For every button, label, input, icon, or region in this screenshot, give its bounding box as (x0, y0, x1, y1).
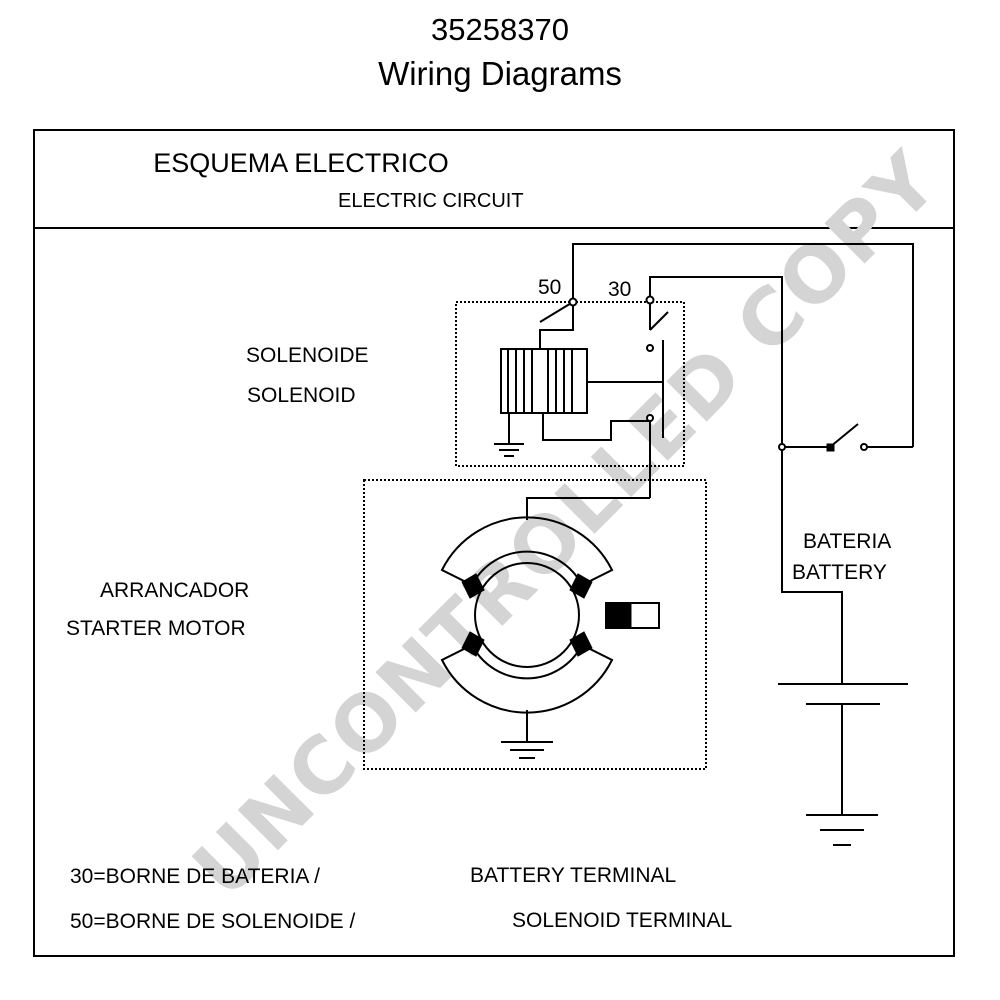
starter-housing (363, 479, 707, 770)
brush-lower-left (461, 631, 485, 657)
field-shoe-upper (440, 516, 614, 587)
switch-blade (829, 423, 859, 448)
document-title: Wiring Diagrams (378, 55, 622, 92)
terminal-50-node (568, 297, 578, 307)
battery-label-en: BATTERY (792, 561, 887, 584)
brush-upper-left (461, 573, 485, 599)
starter-label-es: ARRANCADOR (100, 579, 250, 602)
wire-solenoid-to-motor (526, 497, 650, 520)
terminal-50-label: 50 (538, 276, 562, 299)
legend-line1-es: 30=BORNE DE BATERIA / (70, 865, 320, 888)
header-title-es: ESQUEMA ELECTRICO (153, 148, 449, 178)
solenoid-label-es: SOLENOIDE (246, 344, 369, 367)
switch-node (860, 443, 868, 451)
legend-line2-en: SOLENOID TERMINAL (512, 909, 733, 932)
terminal-30-label: 30 (608, 278, 632, 301)
armature (474, 562, 580, 668)
starter-label-en: STARTER MOTOR (66, 617, 246, 640)
field-coil-fill (605, 602, 632, 629)
legend-line2-es: 50=BORNE DE SOLENOIDE / (70, 910, 356, 933)
legend-line1-en: BATTERY TERMINAL (470, 864, 677, 887)
field-shoe-lower (440, 643, 614, 714)
header-title-en: ELECTRIC CIRCUIT (338, 190, 524, 212)
terminal-30-node (645, 295, 655, 305)
brush-lower-right (569, 631, 593, 657)
solenoid-coil (500, 348, 588, 414)
part-number: 35258370 (431, 12, 569, 47)
wire-terminal-50-to-switch (572, 243, 914, 447)
contact-node-upper (646, 344, 654, 352)
battery-label-es: BATERIA (803, 530, 892, 553)
solenoid-label-en: SOLENOID (247, 384, 356, 407)
battery-junction-node (778, 443, 786, 451)
diagram-frame (33, 129, 955, 957)
contact-node-lower (646, 414, 654, 422)
wire-terminal-30-to-battery (649, 276, 843, 684)
header-divider (33, 227, 955, 229)
coil-feed (539, 302, 574, 349)
hold-coil-return (542, 413, 650, 441)
brush-upper-right (569, 573, 593, 599)
switch-contact (826, 443, 835, 452)
